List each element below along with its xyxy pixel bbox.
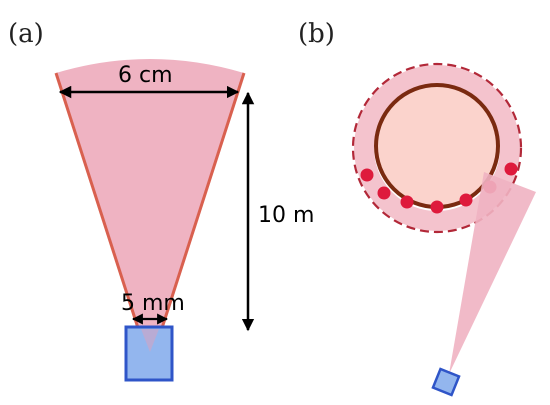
panel-b: (b) xyxy=(298,19,536,397)
panel-label-a: (a) xyxy=(8,19,44,49)
sample-point xyxy=(430,200,444,214)
target-object xyxy=(374,83,500,209)
far-width-label: 6 cm xyxy=(118,63,173,88)
orbit-band xyxy=(354,65,520,231)
distance-label: 10 m xyxy=(258,203,314,228)
panel-a: (a) 6 cm 10 m 5 mm xyxy=(8,19,314,382)
beam-edge-right xyxy=(160,72,246,329)
beam-cone-a xyxy=(56,59,244,328)
sensor-b xyxy=(431,367,461,397)
beam-cone-b xyxy=(449,172,536,374)
panel-label-b: (b) xyxy=(298,19,335,49)
sample-point xyxy=(459,193,473,207)
beam-edge-left xyxy=(54,72,140,329)
orbit-path xyxy=(351,62,523,234)
sample-point xyxy=(400,195,414,209)
sample-point xyxy=(377,186,391,200)
near-width-label: 5 mm xyxy=(121,291,185,316)
sample-point xyxy=(360,168,374,182)
beam-origin-shade xyxy=(141,329,159,352)
sample-point xyxy=(504,162,518,176)
